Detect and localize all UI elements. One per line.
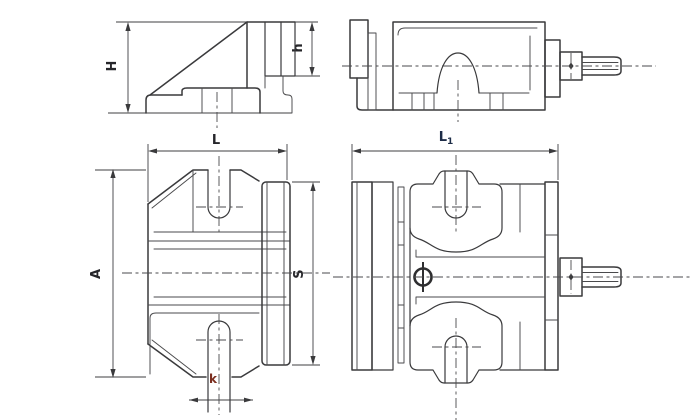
arrowhead-up [110, 169, 116, 178]
arrowhead-left [189, 397, 198, 403]
view-plan-assembled: L1 [333, 130, 692, 420]
arrowhead-down [309, 67, 315, 76]
dim-h: h [286, 22, 320, 77]
guideway-lines [147, 240, 291, 306]
movable-jaw-top-lobe [409, 170, 503, 253]
jaw-plate-strips [264, 21, 296, 77]
end-plate-second [371, 181, 394, 371]
arrowhead-right [278, 148, 287, 154]
clamp-slot-bottom [444, 335, 468, 384]
dim-label-S: S [292, 269, 307, 278]
body-top-outline [147, 169, 260, 205]
arrowhead-up [310, 182, 316, 191]
dim-H: H [105, 22, 131, 113]
screw-channel-lines [415, 249, 545, 305]
dim-label-k: k [209, 372, 218, 386]
arrowhead-up [309, 22, 315, 31]
movable-jaw-plate-edge [397, 186, 405, 364]
slot-cross-ticks [432, 206, 481, 348]
body-edge-lines-right [499, 183, 546, 371]
arrowhead-up [125, 22, 131, 31]
dim-label-L1-subscript: 1 [447, 137, 453, 147]
arrowhead-right [549, 148, 558, 154]
arrowhead-right [244, 397, 253, 403]
wedge-diagonal [149, 21, 248, 96]
slot-cross-ticks [196, 206, 243, 341]
jaw-base [356, 77, 394, 111]
end-block-right [544, 181, 559, 371]
arrowhead-left [148, 148, 157, 154]
dim-label-A: A [89, 269, 104, 279]
jaw-plate-bolt-ticks [397, 221, 405, 329]
view-plan-body: L A S k [89, 133, 330, 415]
right-foot [282, 75, 293, 114]
fixed-jaw-plate [349, 19, 369, 79]
jaw-insert-strip [367, 32, 377, 111]
base-left [145, 94, 183, 114]
jaw-plate-inner-lines [266, 181, 285, 366]
dim-L: L [147, 133, 288, 202]
body-inner-top-line [397, 27, 538, 36]
base-foot-ticks [411, 92, 504, 111]
screw-hex-flats [581, 62, 619, 70]
view-side-assembled [342, 19, 656, 122]
arrowhead-down [310, 356, 316, 365]
lower-block-inner-line [149, 312, 260, 375]
arrowhead-down [110, 369, 116, 378]
dim-A: A [89, 169, 146, 378]
center-mark [568, 273, 574, 281]
body-bottom-outline [147, 343, 260, 378]
upper-block-inner-lines [153, 169, 287, 233]
dim-label-L1: L1 [439, 130, 454, 147]
fixed-jaw-plate-plan [261, 181, 291, 366]
base-groove-lines [201, 75, 266, 114]
nut-dome [436, 52, 480, 94]
end-block-ticks [544, 234, 559, 321]
dim-L1: L1 [351, 130, 559, 180]
dim-label-L1-base: L [439, 130, 447, 145]
dim-label-h: h [291, 43, 306, 52]
dim-S: S [292, 181, 320, 366]
end-plate-outer [351, 181, 373, 371]
screw-hex-flats [581, 272, 619, 282]
chamfer-face-lines [151, 172, 197, 375]
base-boss [181, 87, 261, 114]
dim-k: k [189, 372, 253, 403]
view-side-angle-body: H h [105, 21, 320, 128]
arrowhead-down [125, 104, 131, 113]
end-step-block [544, 39, 561, 98]
movable-jaw-bottom-lobe [409, 301, 503, 384]
dim-label-H: H [105, 61, 120, 72]
dim-label-L: L [212, 133, 220, 148]
arrowhead-left [352, 148, 361, 154]
screw-shaft [581, 56, 622, 76]
